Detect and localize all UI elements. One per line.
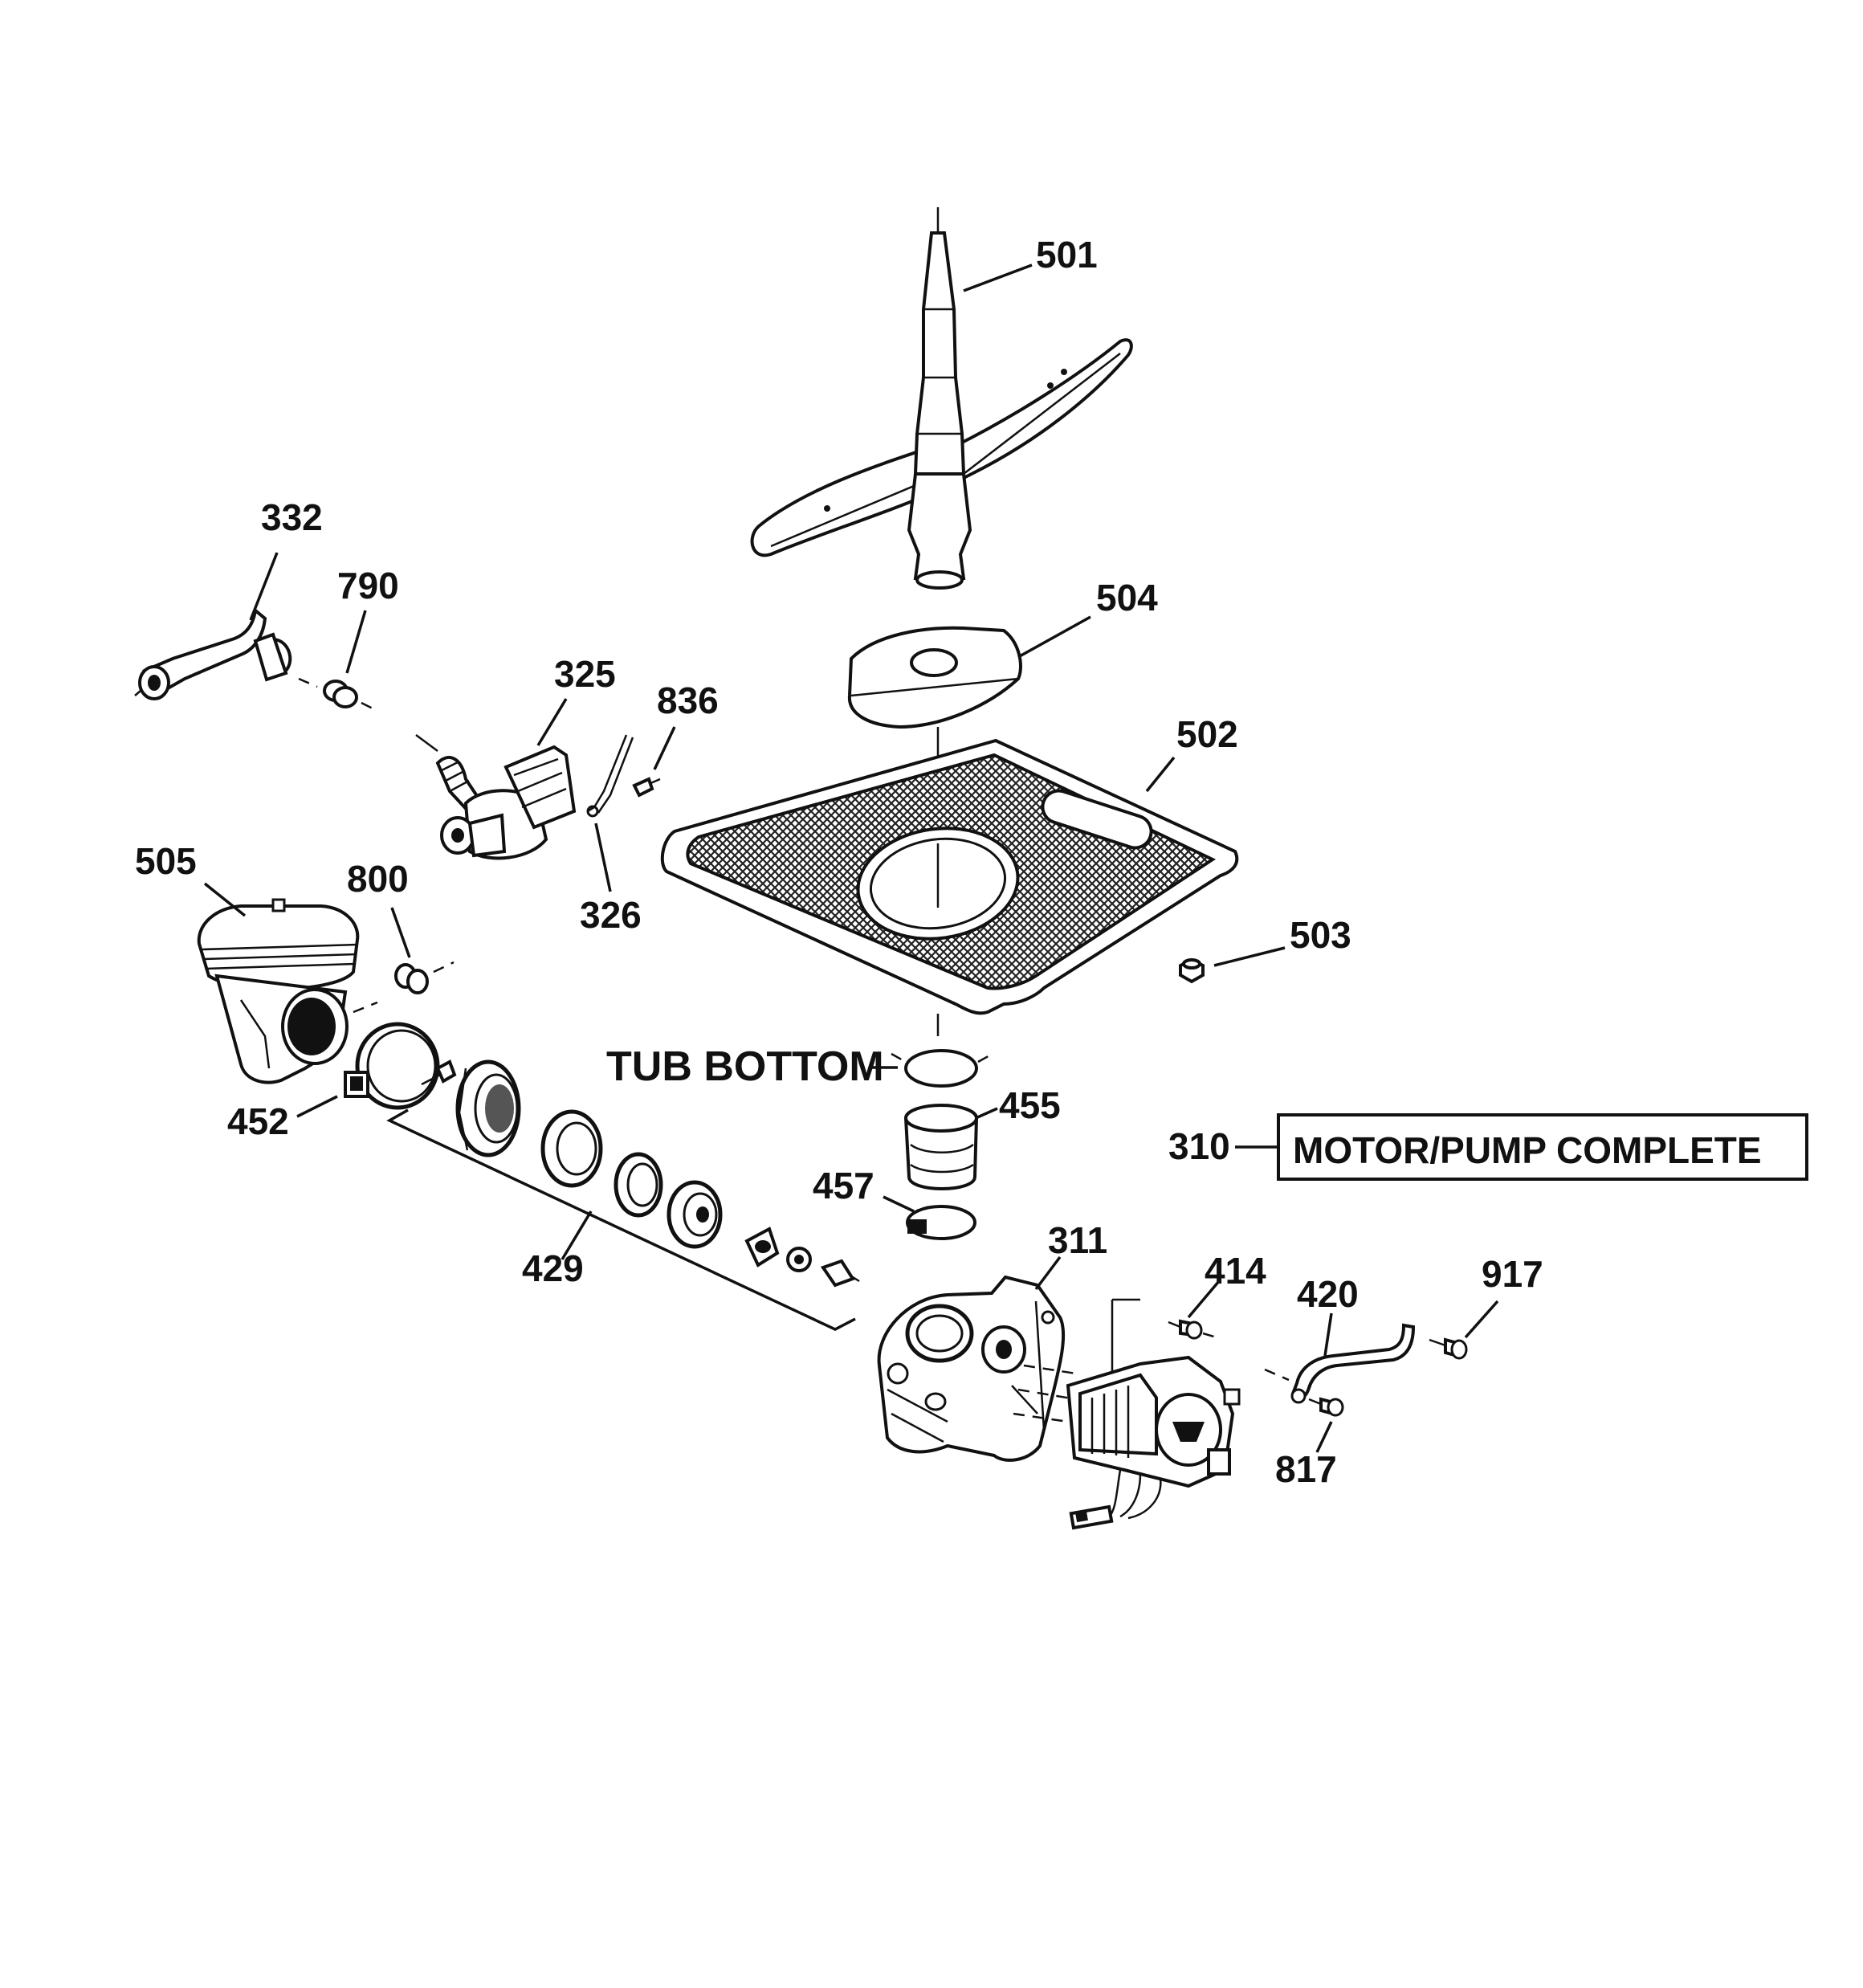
motor-pump-complete-box xyxy=(1277,1113,1808,1181)
label-504: 504 xyxy=(1096,577,1158,618)
drain-pump-325-part[interactable] xyxy=(415,733,577,860)
cover-504-part[interactable] xyxy=(847,626,1022,729)
label-836: 836 xyxy=(657,680,719,721)
clamp-800-part[interactable] xyxy=(394,961,455,994)
label-429: 429 xyxy=(522,1247,584,1289)
label-917: 917 xyxy=(1482,1253,1543,1295)
label-310: 310 xyxy=(1168,1125,1230,1167)
label-457: 457 xyxy=(813,1165,874,1206)
label-332: 332 xyxy=(261,496,323,538)
motor-pump-complete-label: MOTOR/PUMP COMPLETE xyxy=(1293,1129,1762,1171)
label-414: 414 xyxy=(1205,1250,1266,1292)
tub-bottom-502-part[interactable] xyxy=(660,738,1239,1015)
pump-housing-311-part[interactable] xyxy=(877,1275,1066,1462)
spray-arm-part[interactable] xyxy=(750,207,1133,590)
hose-332-part[interactable] xyxy=(138,607,294,700)
label-326: 326 xyxy=(580,894,642,936)
label-502: 502 xyxy=(1176,713,1238,755)
screw-414-part[interactable] xyxy=(1168,1319,1217,1340)
label-790: 790 xyxy=(337,565,399,606)
sump-505-part[interactable] xyxy=(197,898,360,1084)
label-452: 452 xyxy=(227,1100,289,1142)
label-311: 311 xyxy=(1048,1219,1107,1261)
label-817: 817 xyxy=(1275,1448,1337,1490)
label-501: 501 xyxy=(1036,234,1098,276)
pump-kit-429-part[interactable] xyxy=(421,1059,860,1288)
label-503: 503 xyxy=(1290,914,1351,956)
bracket-420-part[interactable] xyxy=(1264,1323,1416,1404)
band-clamp-452-part[interactable] xyxy=(344,1022,440,1110)
label-420: 420 xyxy=(1297,1273,1359,1315)
screw-917-part[interactable] xyxy=(1429,1337,1468,1360)
screw-817-part[interactable] xyxy=(1308,1397,1344,1417)
gasket-455-part[interactable] xyxy=(891,1049,993,1190)
label-455: 455 xyxy=(999,1084,1061,1126)
screw-836-part[interactable] xyxy=(632,777,661,798)
clip-326-part[interactable] xyxy=(586,734,634,818)
tub-bottom-label: TUB BOTTOM xyxy=(606,1043,884,1090)
clamp-457-part[interactable] xyxy=(906,1205,976,1240)
label-800: 800 xyxy=(347,858,409,900)
clamp-790-part[interactable] xyxy=(298,677,378,712)
motor-part[interactable] xyxy=(1066,1355,1241,1530)
label-325: 325 xyxy=(554,653,616,695)
label-505: 505 xyxy=(135,840,197,882)
nut-503-part[interactable] xyxy=(1179,957,1205,984)
